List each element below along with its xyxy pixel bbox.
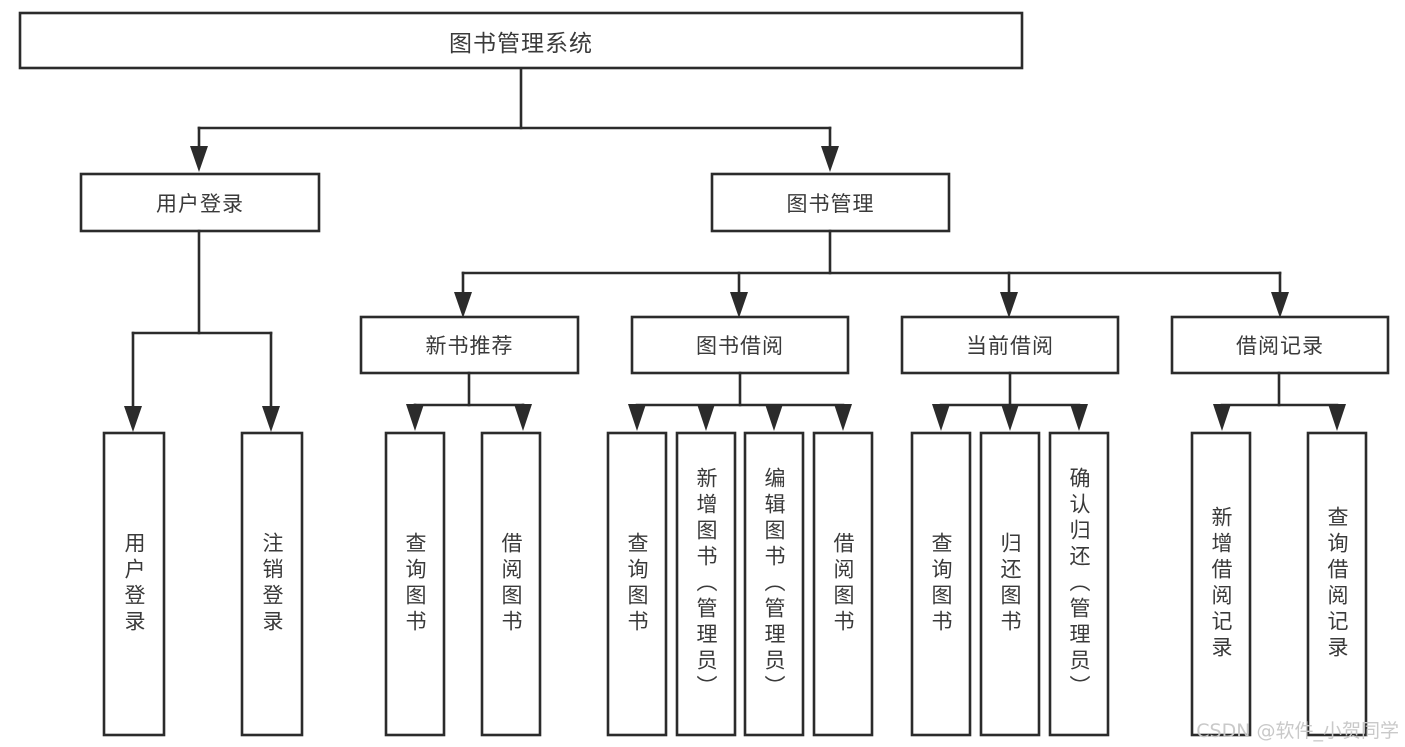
arrow-head-borrow-record	[1271, 292, 1289, 318]
connector-group-current-borrow	[932, 371, 1088, 431]
leaf-bb-query-book[interactable]	[606, 431, 668, 737]
leaf-nbr-borrow-book[interactable]	[480, 431, 542, 737]
arrow-head-cb-return-book	[1001, 404, 1019, 431]
connector-group-new-book-recommend	[406, 371, 532, 431]
node-borrow-record[interactable]	[1170, 315, 1390, 375]
arrow-head-user-login	[190, 146, 208, 172]
node-root-system[interactable]	[18, 11, 1024, 70]
leaf-bb-edit-book[interactable]	[743, 431, 805, 737]
leaf-cb-return-book[interactable]	[979, 431, 1041, 737]
leaf-br-add-record[interactable]	[1190, 431, 1252, 737]
leaf-user-login[interactable]	[102, 431, 166, 737]
arrow-head-leaf-logout	[262, 406, 280, 432]
arrow-head-book-borrow	[730, 292, 748, 318]
arrow-head-cb-confirm-return	[1070, 404, 1088, 431]
leaf-bb-borrow-book[interactable]	[812, 431, 874, 737]
leaf-bb-add-book[interactable]	[675, 431, 737, 737]
arrow-head-bb-edit-book	[765, 404, 783, 431]
arrow-head-nbr-query-book	[406, 404, 424, 431]
arrow-head-nbr-borrow-book	[514, 404, 532, 431]
node-book-management[interactable]	[710, 172, 951, 233]
arrow-head-bb-add-book	[697, 404, 715, 431]
connector-group-book-borrow	[628, 371, 852, 431]
leaf-logout[interactable]	[240, 431, 304, 737]
arrow-head-new-book-recommend	[454, 292, 472, 318]
node-book-borrow[interactable]	[630, 315, 850, 375]
arrow-head-cb-query-book	[932, 404, 950, 431]
node-user-login[interactable]	[79, 172, 321, 233]
arrow-head-br-add-record	[1213, 404, 1231, 431]
leaf-nbr-query-book[interactable]	[384, 431, 446, 737]
connector-group-book-mgmt	[454, 229, 1289, 318]
arrow-head-book-mgmt	[821, 146, 839, 172]
node-current-borrow[interactable]	[900, 315, 1120, 375]
connector-group-user-login	[124, 229, 280, 432]
leaf-br-query-record[interactable]	[1306, 431, 1368, 737]
arrow-head-bb-borrow-book	[834, 404, 852, 431]
arrow-head-current-borrow	[1000, 292, 1018, 318]
leaf-cb-query-book[interactable]	[910, 431, 972, 737]
arrow-head-br-query-record	[1328, 404, 1346, 431]
arrow-head-leaf-user-login	[124, 406, 142, 432]
arrow-head-bb-query-book	[628, 404, 646, 431]
connector-group-root	[190, 66, 839, 172]
leaf-cb-confirm-return[interactable]	[1048, 431, 1110, 737]
connector-group-borrow-record	[1213, 371, 1346, 431]
node-new-book-recommend[interactable]	[359, 315, 580, 375]
